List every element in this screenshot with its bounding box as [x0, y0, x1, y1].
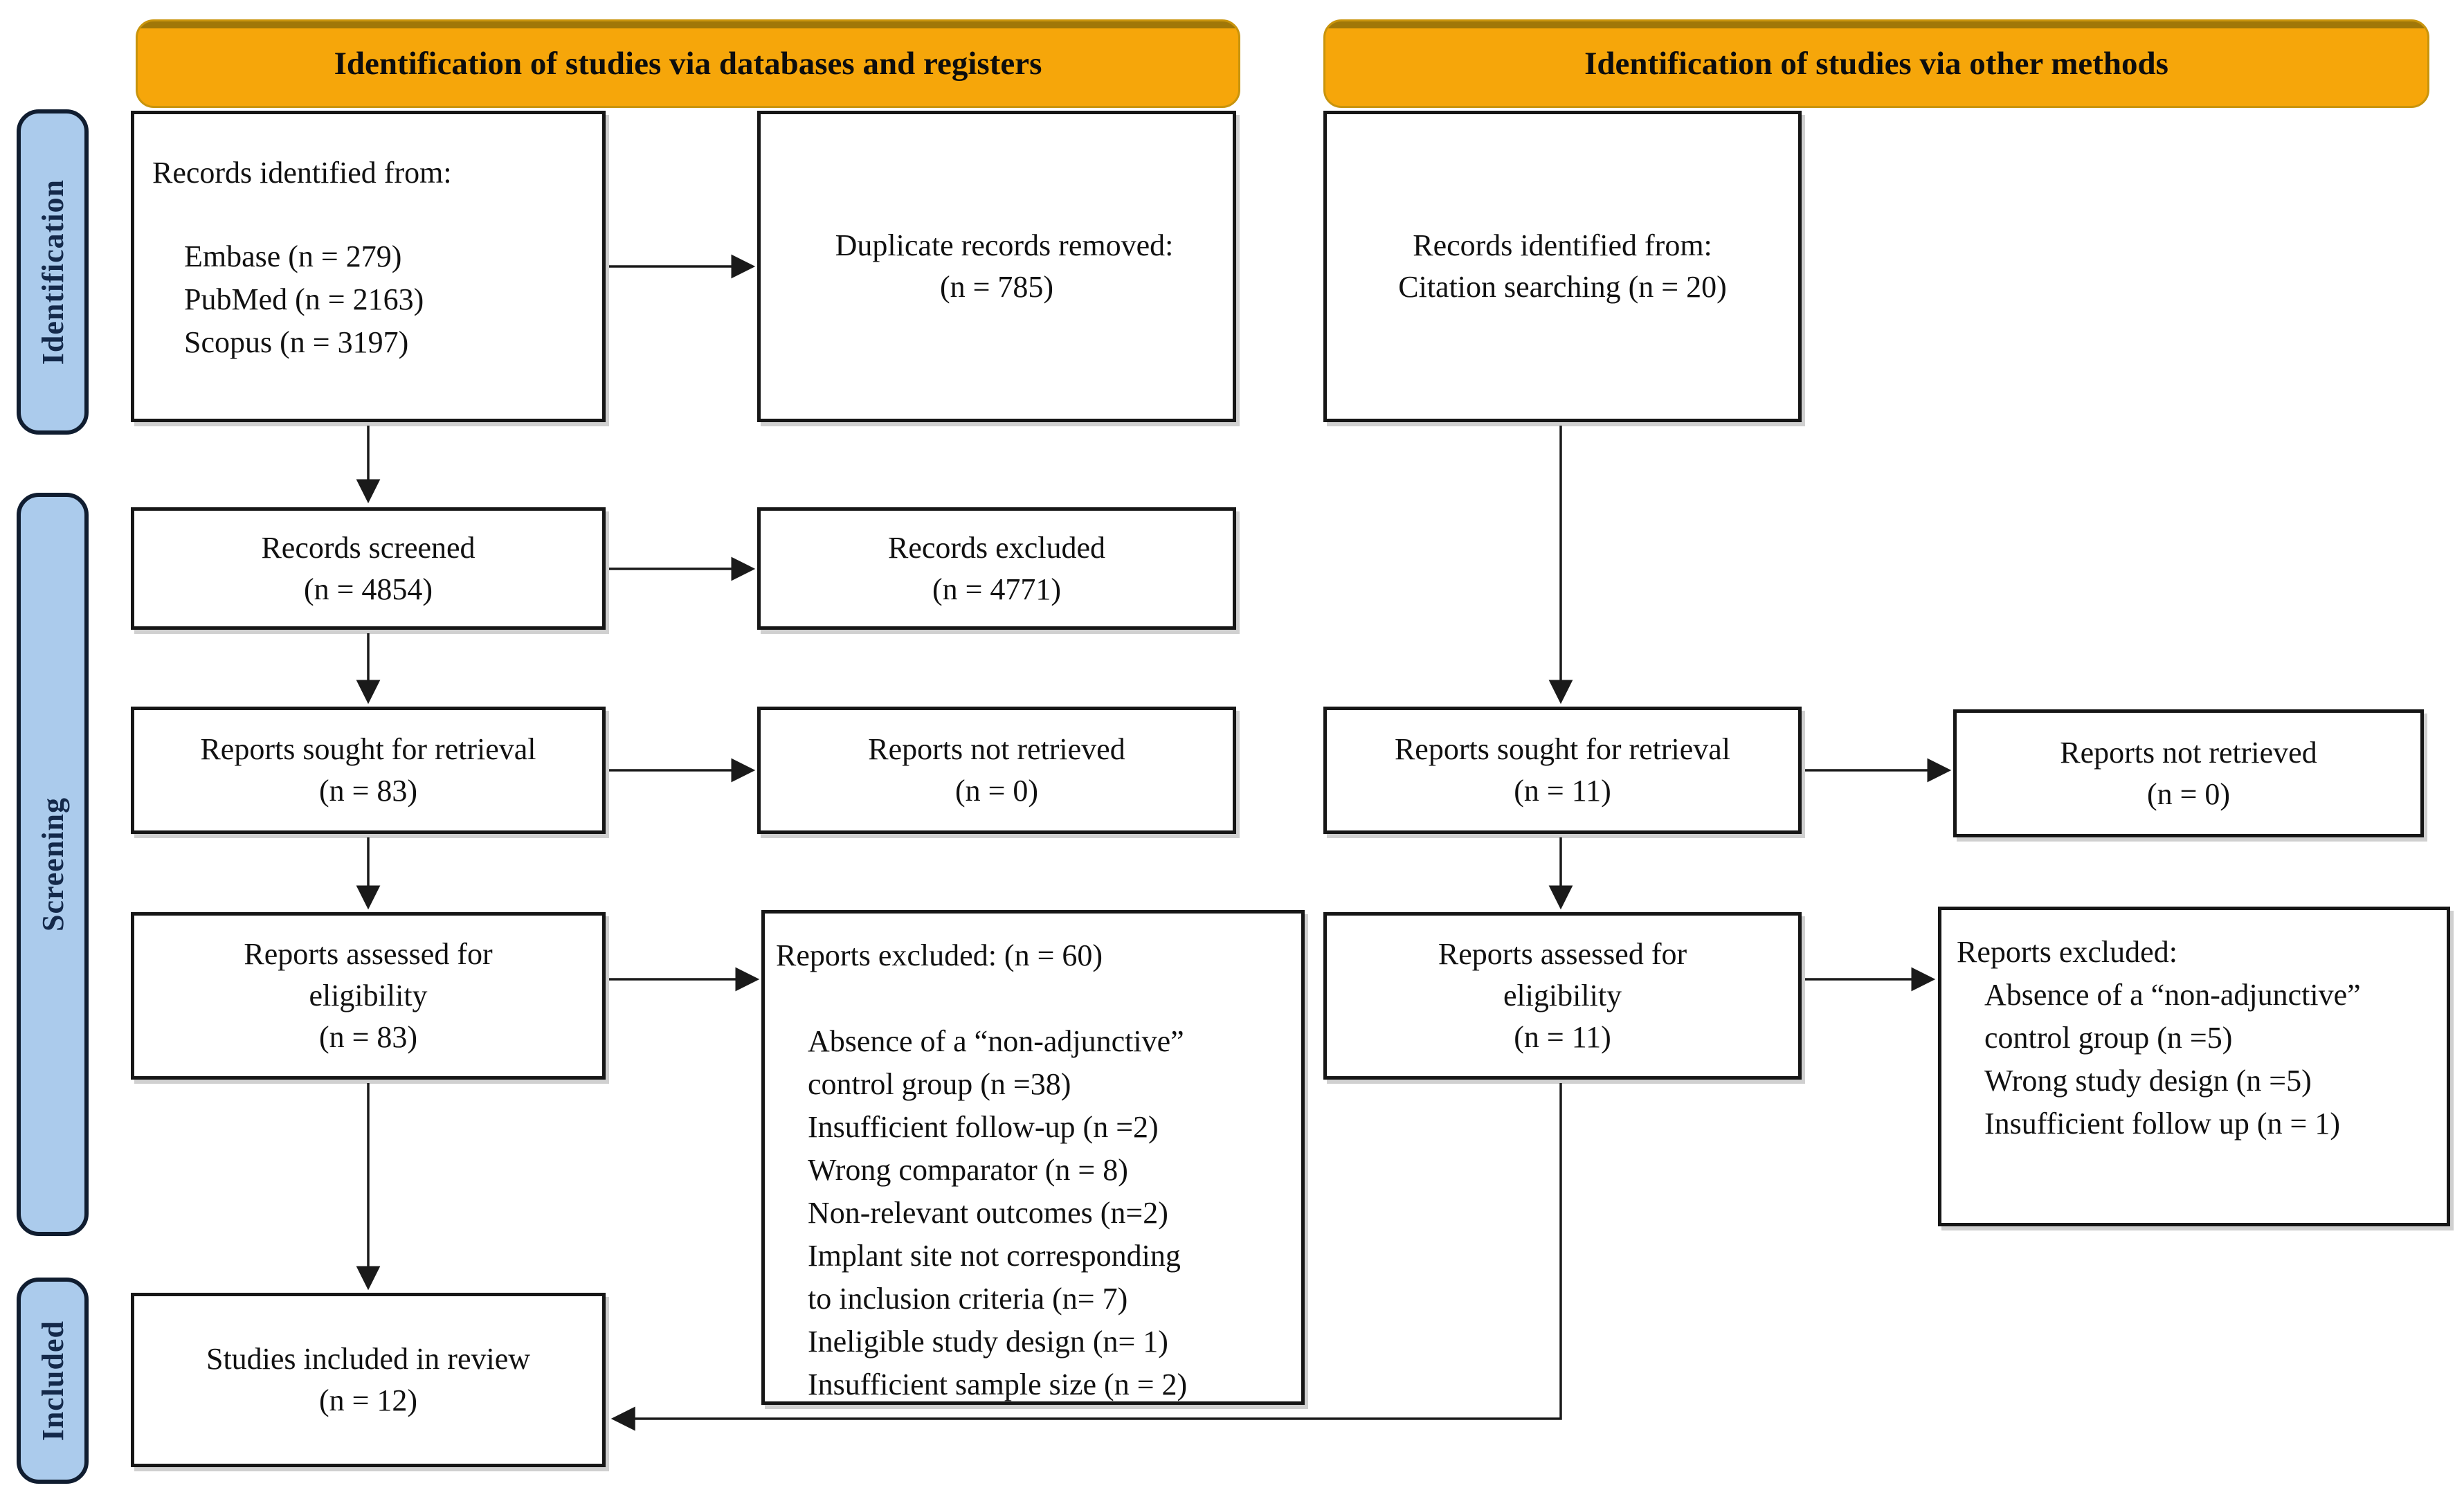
exclusion-reason: control group (n =38)	[808, 1067, 1071, 1101]
exclusion-reason: Wrong comparator (n = 8)	[808, 1153, 1128, 1187]
box-reports-not-retrieved-databases: Reports not retrieved (n = 0)	[757, 707, 1236, 834]
stage-included: Included	[17, 1278, 89, 1484]
exclusion-reason: Absence of a “non-adjunctive”	[808, 1024, 1184, 1058]
header-other-methods-label: Identification of studies via other meth…	[1584, 46, 2168, 82]
duplicates-removed-label: Duplicate records removed:	[835, 228, 1174, 262]
exclusion-reason: Non-relevant outcomes (n=2)	[808, 1196, 1168, 1230]
exclusion-reason: Insufficient follow-up (n =2)	[808, 1110, 1159, 1144]
box-reports-excluded-databases: Reports excluded: (n = 60) Absence of a …	[761, 910, 1305, 1405]
studies-included-label: Studies included in review	[206, 1342, 530, 1376]
reports-assessed-other-count: (n = 11)	[1514, 1020, 1611, 1054]
reports-sought-databases-count: (n = 83)	[318, 774, 418, 808]
box-duplicates-removed: Duplicate records removed: (n = 785)	[757, 111, 1236, 422]
box-records-identified-databases: Records identified from: Embase (n = 279…	[131, 111, 606, 422]
reports-not-retrieved-other-count: (n = 0)	[2146, 776, 2231, 811]
reports-sought-other-label: Reports sought for retrieval	[1394, 732, 1731, 766]
reports-assessed-databases-line1: Reports assessed for	[244, 937, 493, 971]
reports-assessed-databases-count: (n = 83)	[318, 1020, 418, 1054]
box-reports-sought-other: Reports sought for retrieval (n = 11)	[1323, 707, 1802, 834]
records-excluded-label: Records excluded	[888, 530, 1105, 565]
duplicates-removed-count: (n = 785)	[939, 270, 1054, 304]
exclusion-reason: Insufficient follow up (n = 1)	[1984, 1107, 2341, 1141]
reports-excluded-databases-title: Reports excluded: (n = 60)	[776, 938, 1103, 972]
records-screened-count: (n = 4854)	[303, 572, 433, 606]
stage-included-label: Included	[35, 1320, 70, 1442]
box-records-identified-other: Records identified from: Citation search…	[1323, 111, 1802, 422]
reports-assessed-other-line1: Reports assessed for	[1438, 937, 1687, 971]
studies-included-count: (n = 12)	[318, 1383, 418, 1417]
records-identified-scopus: Scopus (n = 3197)	[184, 325, 409, 359]
spacer	[152, 194, 588, 235]
records-identified-other-source: Citation searching (n = 20)	[1398, 270, 1727, 304]
box-studies-included: Studies included in review (n = 12)	[131, 1293, 606, 1467]
records-identified-other-label: Records identified from:	[1413, 228, 1712, 262]
box-reports-sought-databases: Reports sought for retrieval (n = 83)	[131, 707, 606, 834]
box-reports-assessed-databases: Reports assessed for eligibility (n = 83…	[131, 912, 606, 1080]
records-identified-pubmed: PubMed (n = 2163)	[184, 282, 424, 316]
exclusion-reason: Absence of a “non-adjunctive”	[1984, 978, 2361, 1012]
exclusion-reason: Insufficient sample size (n = 2)	[808, 1368, 1188, 1401]
reports-excluded-other-title: Reports excluded:	[1957, 935, 2177, 969]
exclusion-reason: Implant site not corresponding	[808, 1239, 1181, 1273]
stage-screening-label: Screening	[35, 797, 70, 932]
box-reports-excluded-other: Reports excluded: Absence of a “non-adju…	[1938, 907, 2450, 1226]
exclusion-reason: Wrong study design (n =5)	[1984, 1064, 2312, 1098]
box-reports-not-retrieved-other: Reports not retrieved (n = 0)	[1953, 709, 2424, 837]
records-screened-label: Records screened	[261, 530, 475, 565]
reports-sought-databases-label: Reports sought for retrieval	[200, 732, 536, 766]
stage-identification-label: Identification	[35, 179, 70, 365]
reports-not-retrieved-databases-count: (n = 0)	[954, 774, 1039, 808]
reports-not-retrieved-databases-label: Reports not retrieved	[868, 732, 1125, 766]
exclusion-reason: control group (n =5)	[1984, 1021, 2233, 1055]
stage-screening: Screening	[17, 493, 89, 1236]
stage-identification: Identification	[17, 109, 89, 435]
records-identified-title: Records identified from:	[152, 156, 452, 190]
box-reports-assessed-other: Reports assessed for eligibility (n = 11…	[1323, 912, 1802, 1080]
reports-assessed-other-line2: eligibility	[1503, 979, 1622, 1012]
reports-assessed-databases-line2: eligibility	[309, 979, 428, 1012]
records-excluded-count: (n = 4771)	[932, 572, 1062, 606]
records-identified-embase: Embase (n = 279)	[184, 239, 402, 273]
header-databases-registers: Identification of studies via databases …	[136, 19, 1240, 108]
box-records-excluded: Records excluded (n = 4771)	[757, 507, 1236, 630]
exclusion-reason: to inclusion criteria (n= 7)	[808, 1282, 1128, 1316]
header-other-methods: Identification of studies via other meth…	[1323, 19, 2429, 108]
reports-not-retrieved-other-label: Reports not retrieved	[2060, 735, 2317, 770]
exclusion-reason: Ineligible study design (n= 1)	[808, 1325, 1168, 1359]
reports-sought-other-count: (n = 11)	[1514, 774, 1611, 808]
box-records-screened: Records screened (n = 4854)	[131, 507, 606, 630]
header-databases-registers-label: Identification of studies via databases …	[334, 46, 1042, 82]
